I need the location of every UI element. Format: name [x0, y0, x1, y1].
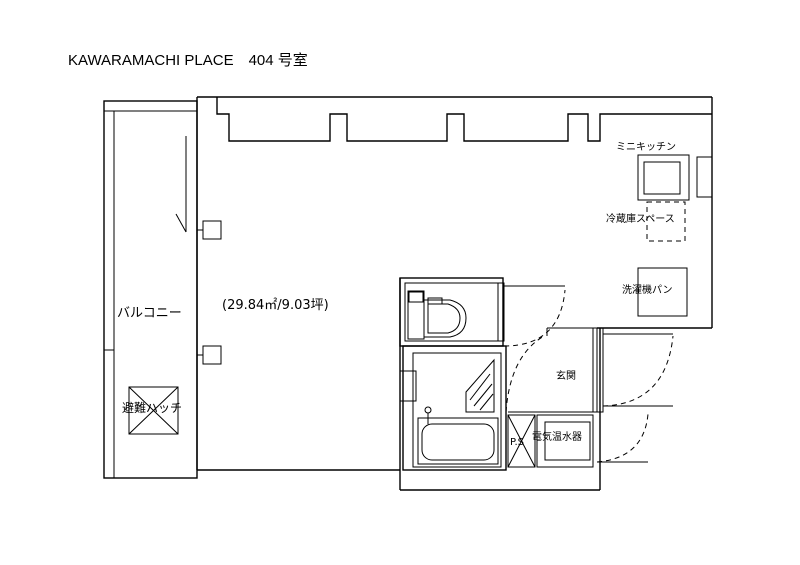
bathroom: [399, 345, 507, 471]
escape-hatch: 避難ハッチ: [122, 386, 182, 435]
fridge-space: 冷蔵庫スペース: [606, 201, 686, 242]
entrance-label: 玄関: [556, 369, 576, 382]
ceiling-beams: [216, 97, 712, 142]
mini-kitchen-label: ミニキッチン: [616, 141, 676, 153]
washer-pan: 洗濯機パン: [622, 267, 688, 317]
fridge-space-label: 冷蔵庫スペース: [606, 212, 675, 225]
toilet-door: [497, 282, 566, 347]
ps-label: P.S: [510, 437, 524, 448]
balcony: [103, 100, 198, 479]
entrance: 玄関: [505, 327, 674, 413]
mini-kitchen: ミニキッチン: [616, 141, 690, 201]
escape-hatch-label: 避難ハッチ: [122, 400, 182, 415]
wall-columns: [197, 220, 222, 365]
room-area-label: (29.84㎡/9.03坪): [222, 298, 329, 313]
water-heater: 電気温水器: [532, 413, 649, 468]
toilet-room: [399, 277, 504, 347]
washer-pan-label: 洗濯機パン: [622, 283, 673, 296]
balcony-label: バルコニー: [117, 306, 182, 321]
water-heater-label: 電気温水器: [532, 430, 582, 443]
outer-walls: [196, 96, 713, 491]
ps-shaft: P.S: [507, 414, 536, 468]
plan-title: KAWARAMACHI PLACE 404 号室: [68, 52, 308, 69]
